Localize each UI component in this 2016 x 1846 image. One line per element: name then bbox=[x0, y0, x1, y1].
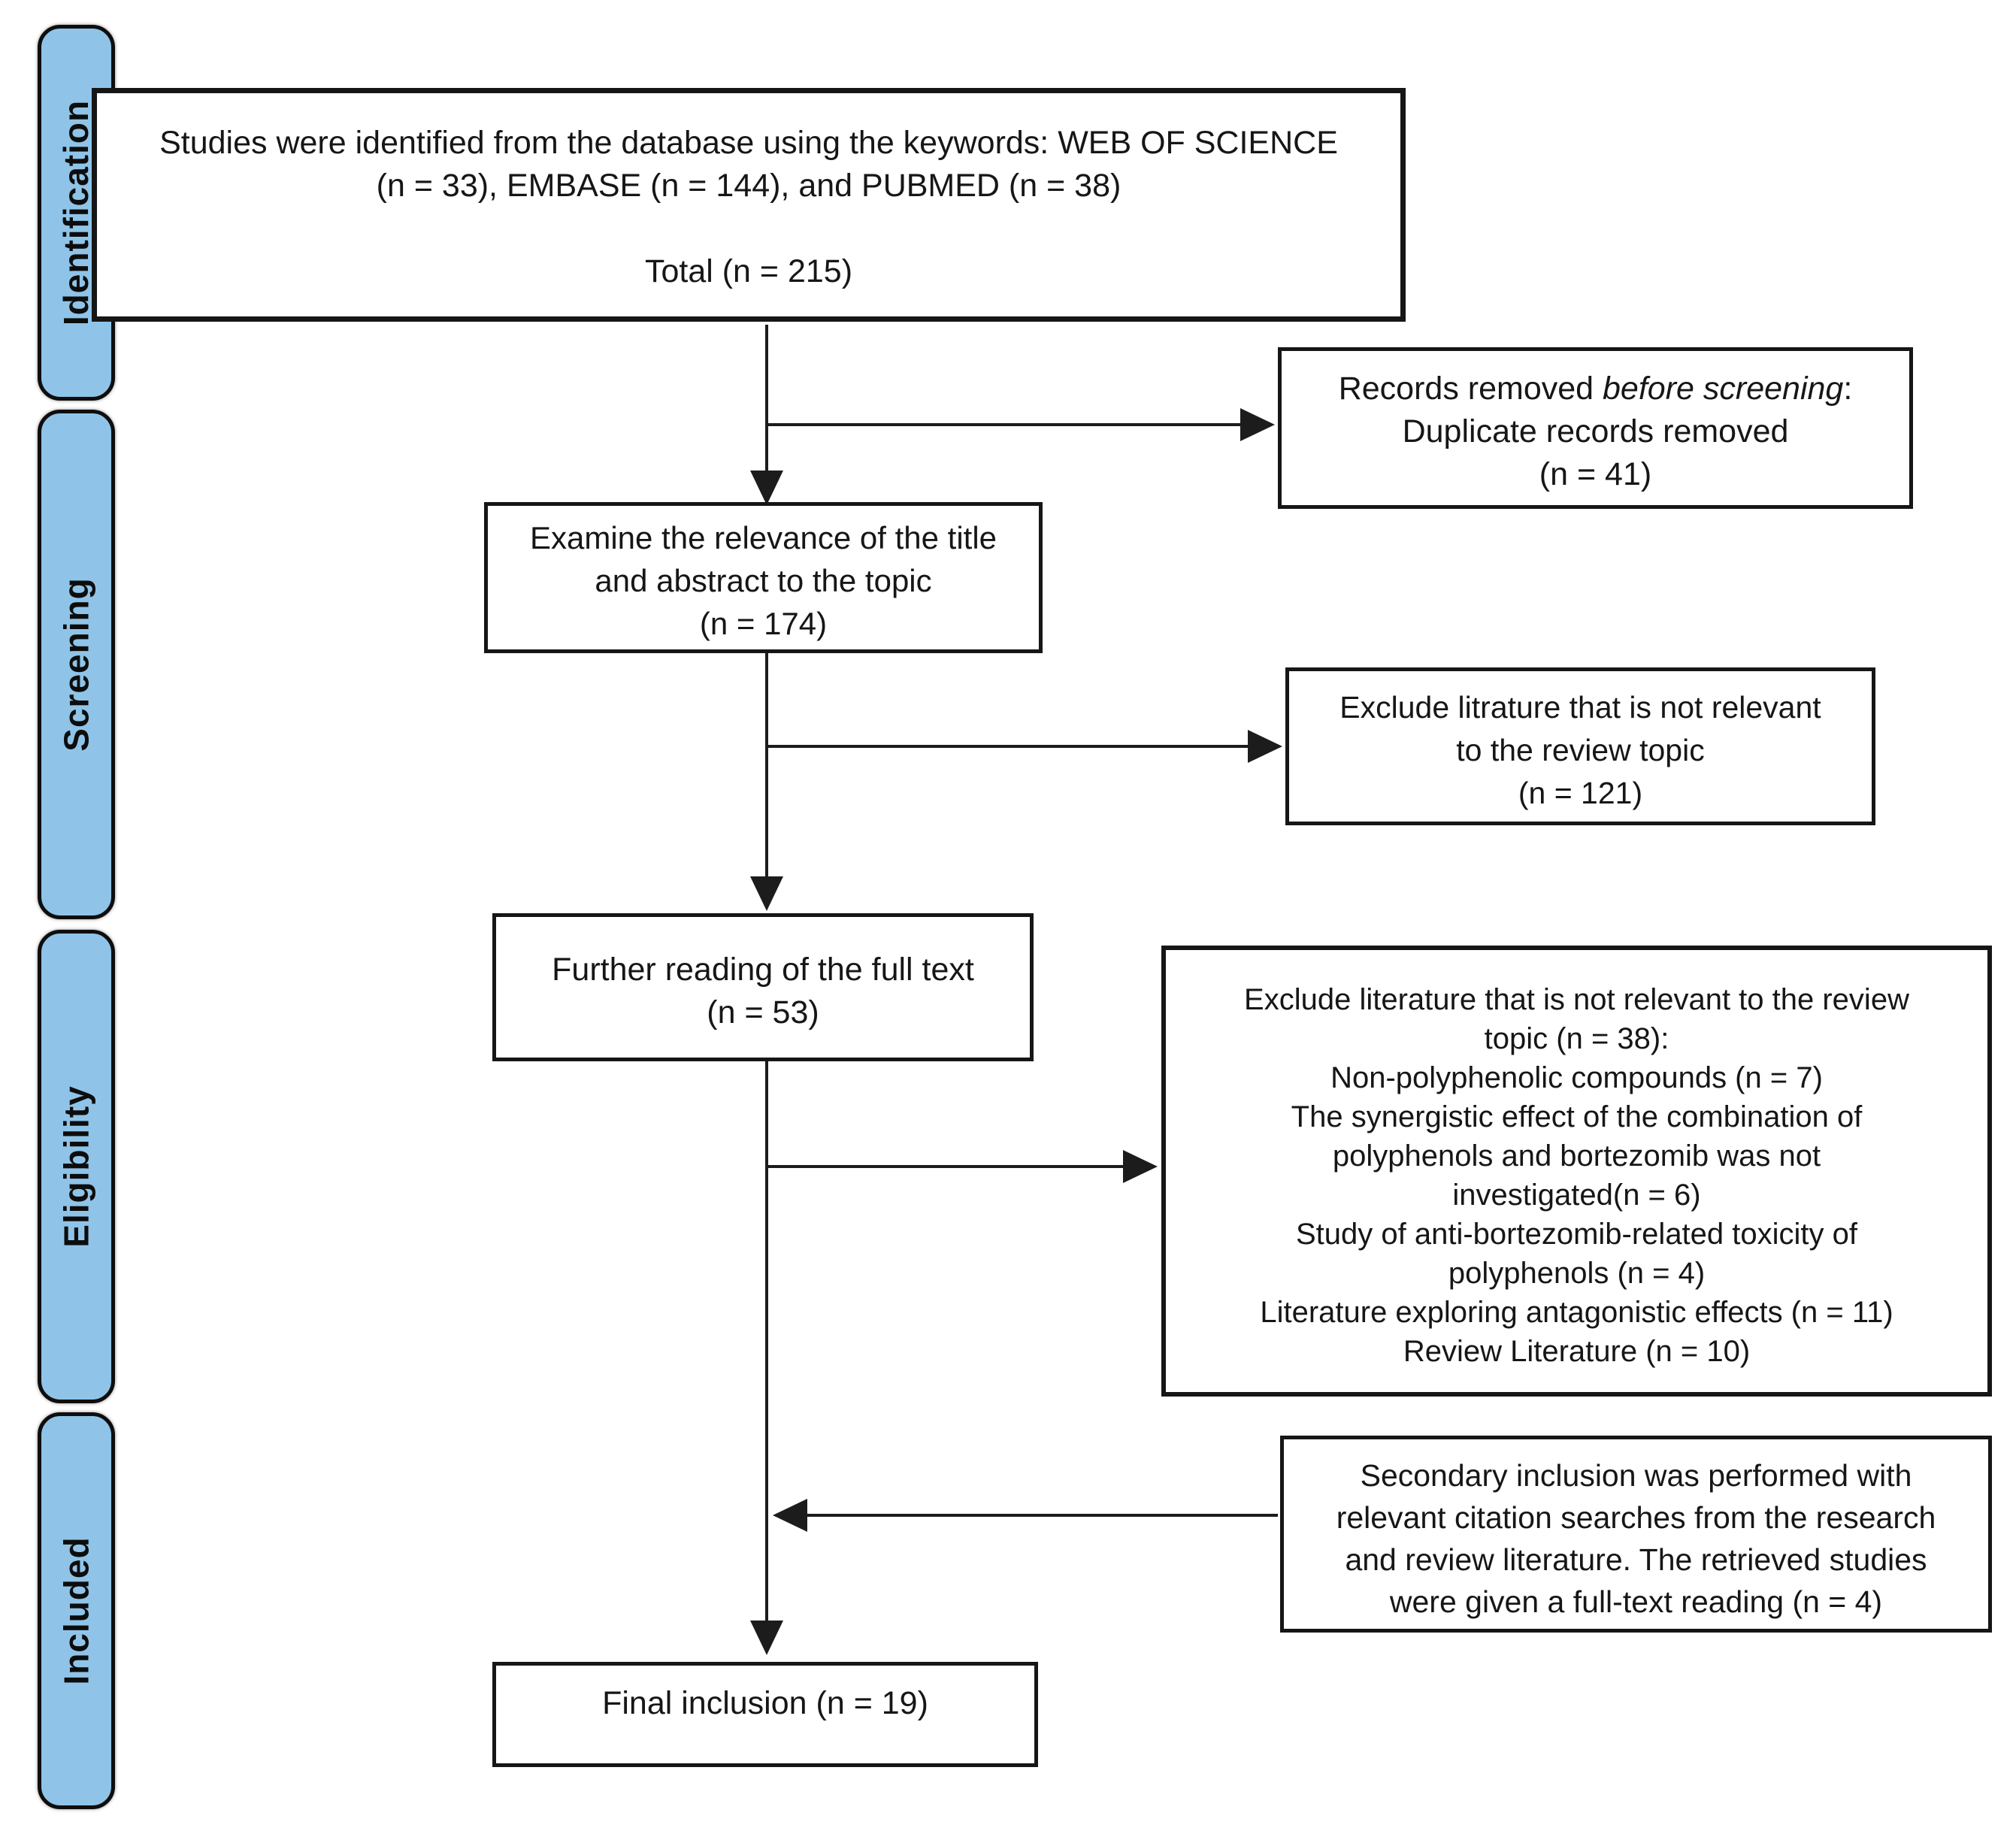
stage-label-eligibility: Eligibility bbox=[56, 1085, 96, 1248]
stage-label-identification: Identification bbox=[56, 99, 96, 326]
box-exclude-screening: Exclude litrature that is not relevant t… bbox=[1285, 667, 1875, 825]
records-removed-line1: Records removed before screening: bbox=[1338, 371, 1853, 407]
box-records-removed: Records removed before screening: Duplic… bbox=[1278, 347, 1913, 509]
box-exclude-eligibility: Exclude literature that is not relevant … bbox=[1161, 946, 1992, 1397]
stage-label-included: Included bbox=[56, 1536, 96, 1685]
sidebar-stage-eligibility: Eligibility bbox=[38, 930, 115, 1403]
box-full-text-reading: Further reading of the full text (n = 53… bbox=[492, 913, 1034, 1061]
arrowhead-right-3-icon bbox=[1123, 1150, 1158, 1183]
box-identification-sources: Studies were identified from the databas… bbox=[92, 88, 1406, 322]
records-removed-italic: before screening bbox=[1603, 371, 1844, 407]
box-title-abstract-screening: Examine the relevance of the title and a… bbox=[484, 502, 1043, 653]
records-removed-line3: (n = 41) bbox=[1539, 456, 1652, 492]
sidebar-stage-screening: Screening bbox=[38, 410, 115, 919]
arrowhead-right-1-icon bbox=[1240, 408, 1275, 441]
arrowhead-right-2-icon bbox=[1248, 730, 1282, 763]
arrowhead-down-3-icon bbox=[750, 1621, 783, 1655]
stage-label-screening: Screening bbox=[56, 577, 96, 752]
arrowhead-down-1-icon bbox=[750, 471, 783, 505]
arrowhead-left-icon bbox=[773, 1499, 807, 1532]
arrowhead-down-2-icon bbox=[750, 876, 783, 911]
sidebar-stage-included: Included bbox=[38, 1412, 115, 1809]
box-final-inclusion: Final inclusion (n = 19) bbox=[492, 1662, 1038, 1767]
records-removed-line2: Duplicate records removed bbox=[1402, 413, 1789, 449]
box-secondary-inclusion: Secondary inclusion was performed with r… bbox=[1280, 1436, 1992, 1633]
